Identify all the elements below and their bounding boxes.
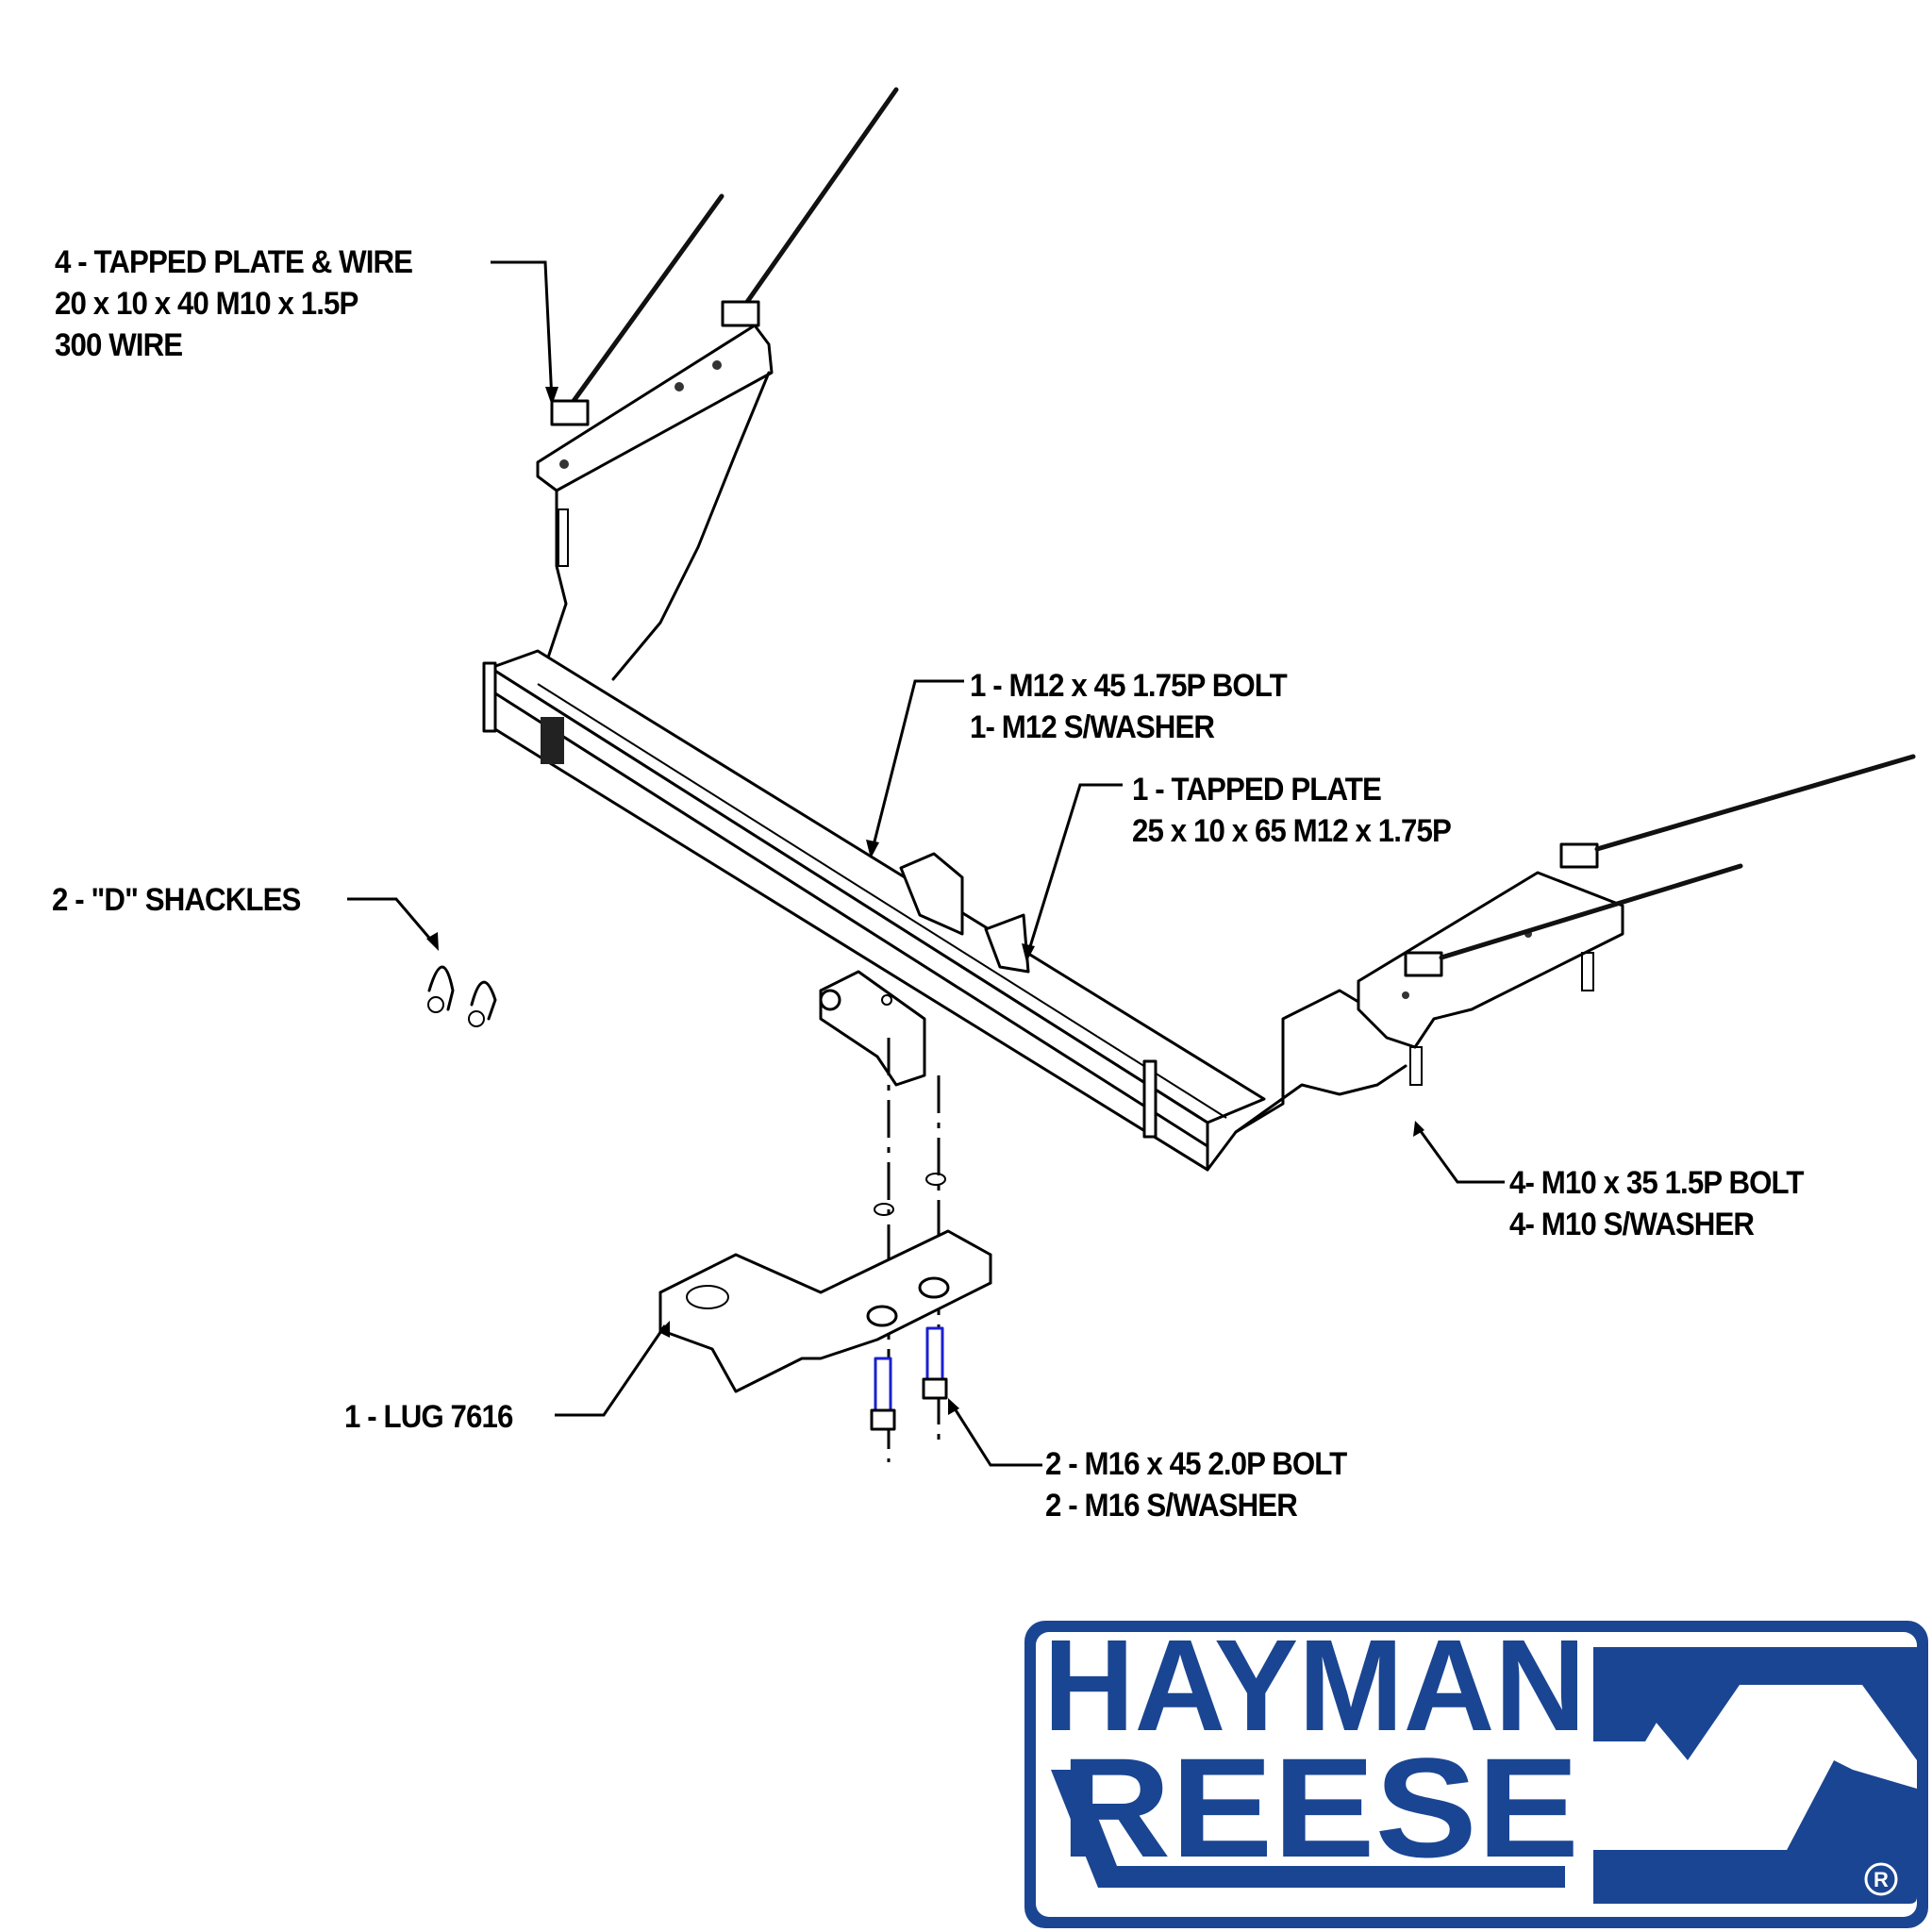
- logo-reese: REESE: [1060, 1728, 1579, 1887]
- label-line: 4- M10 S/WASHER: [1509, 1207, 1755, 1242]
- left-wires: [566, 87, 899, 410]
- registered-icon: [1864, 1862, 1898, 1896]
- label-line: 2 - M16 S/WASHER: [1045, 1488, 1298, 1524]
- label-line: 4 - TAPPED PLATE & WIRE: [55, 244, 413, 280]
- d-shackles: [427, 965, 497, 1027]
- label-line: 1 - TAPPED PLATE: [1132, 772, 1382, 808]
- label-tapped-plate: 1 - TAPPED PLATE 25 x 10 x 65 M12 x 1.75…: [1132, 769, 1452, 852]
- left-mounting-bracket: [508, 300, 774, 681]
- label-line: 1 - LUG 7616: [344, 1399, 513, 1435]
- m16-bolts: [866, 1276, 950, 1431]
- label-line: 2 - "D" SHACKLES: [52, 882, 301, 918]
- label-line: 25 x 10 x 65 M12 x 1.75P: [1132, 813, 1452, 849]
- label-line: 1- M12 S/WASHER: [970, 709, 1215, 745]
- label-line: 2 - M16 x 45 2.0P BOLT: [1045, 1446, 1347, 1482]
- registered-mark: R: [1874, 1868, 1889, 1891]
- label-m12-bolt: 1 - M12 x 45 1.75P BOLT 1- M12 S/WASHER: [970, 665, 1288, 748]
- logo-underline: [1051, 1770, 1565, 1888]
- label-lug: 1 - LUG 7616: [344, 1396, 513, 1438]
- label-line: 4- M10 x 35 1.5P BOLT: [1509, 1165, 1805, 1201]
- label-line: 20 x 10 x 40 M10 x 1.5P: [55, 286, 358, 322]
- right-wires: [1439, 754, 1916, 960]
- center-plates: [819, 852, 1030, 1087]
- label-m10-bolt: 4- M10 x 35 1.5P BOLT 4- M10 S/WASHER: [1509, 1162, 1805, 1245]
- right-mounting-bracket: [1206, 842, 1624, 1172]
- leader-lines: [347, 260, 1505, 1467]
- label-m16-bolt: 2 - M16 x 45 2.0P BOLT 2 - M16 S/WASHER: [1045, 1443, 1347, 1526]
- label-line: 1 - M12 x 45 1.75P BOLT: [970, 668, 1288, 704]
- label-tapped-plate-wire: 4 - TAPPED PLATE & WIRE 20 x 10 x 40 M10…: [55, 242, 413, 366]
- hayman-reese-logo: HAYMAN REESE R: [1024, 1619, 1928, 1928]
- label-line: 300 WIRE: [55, 327, 183, 363]
- logo-hayman: HAYMAN: [1043, 1619, 1586, 1758]
- tow-lug: [658, 1173, 992, 1393]
- label-d-shackles: 2 - "D" SHACKLES: [52, 879, 301, 921]
